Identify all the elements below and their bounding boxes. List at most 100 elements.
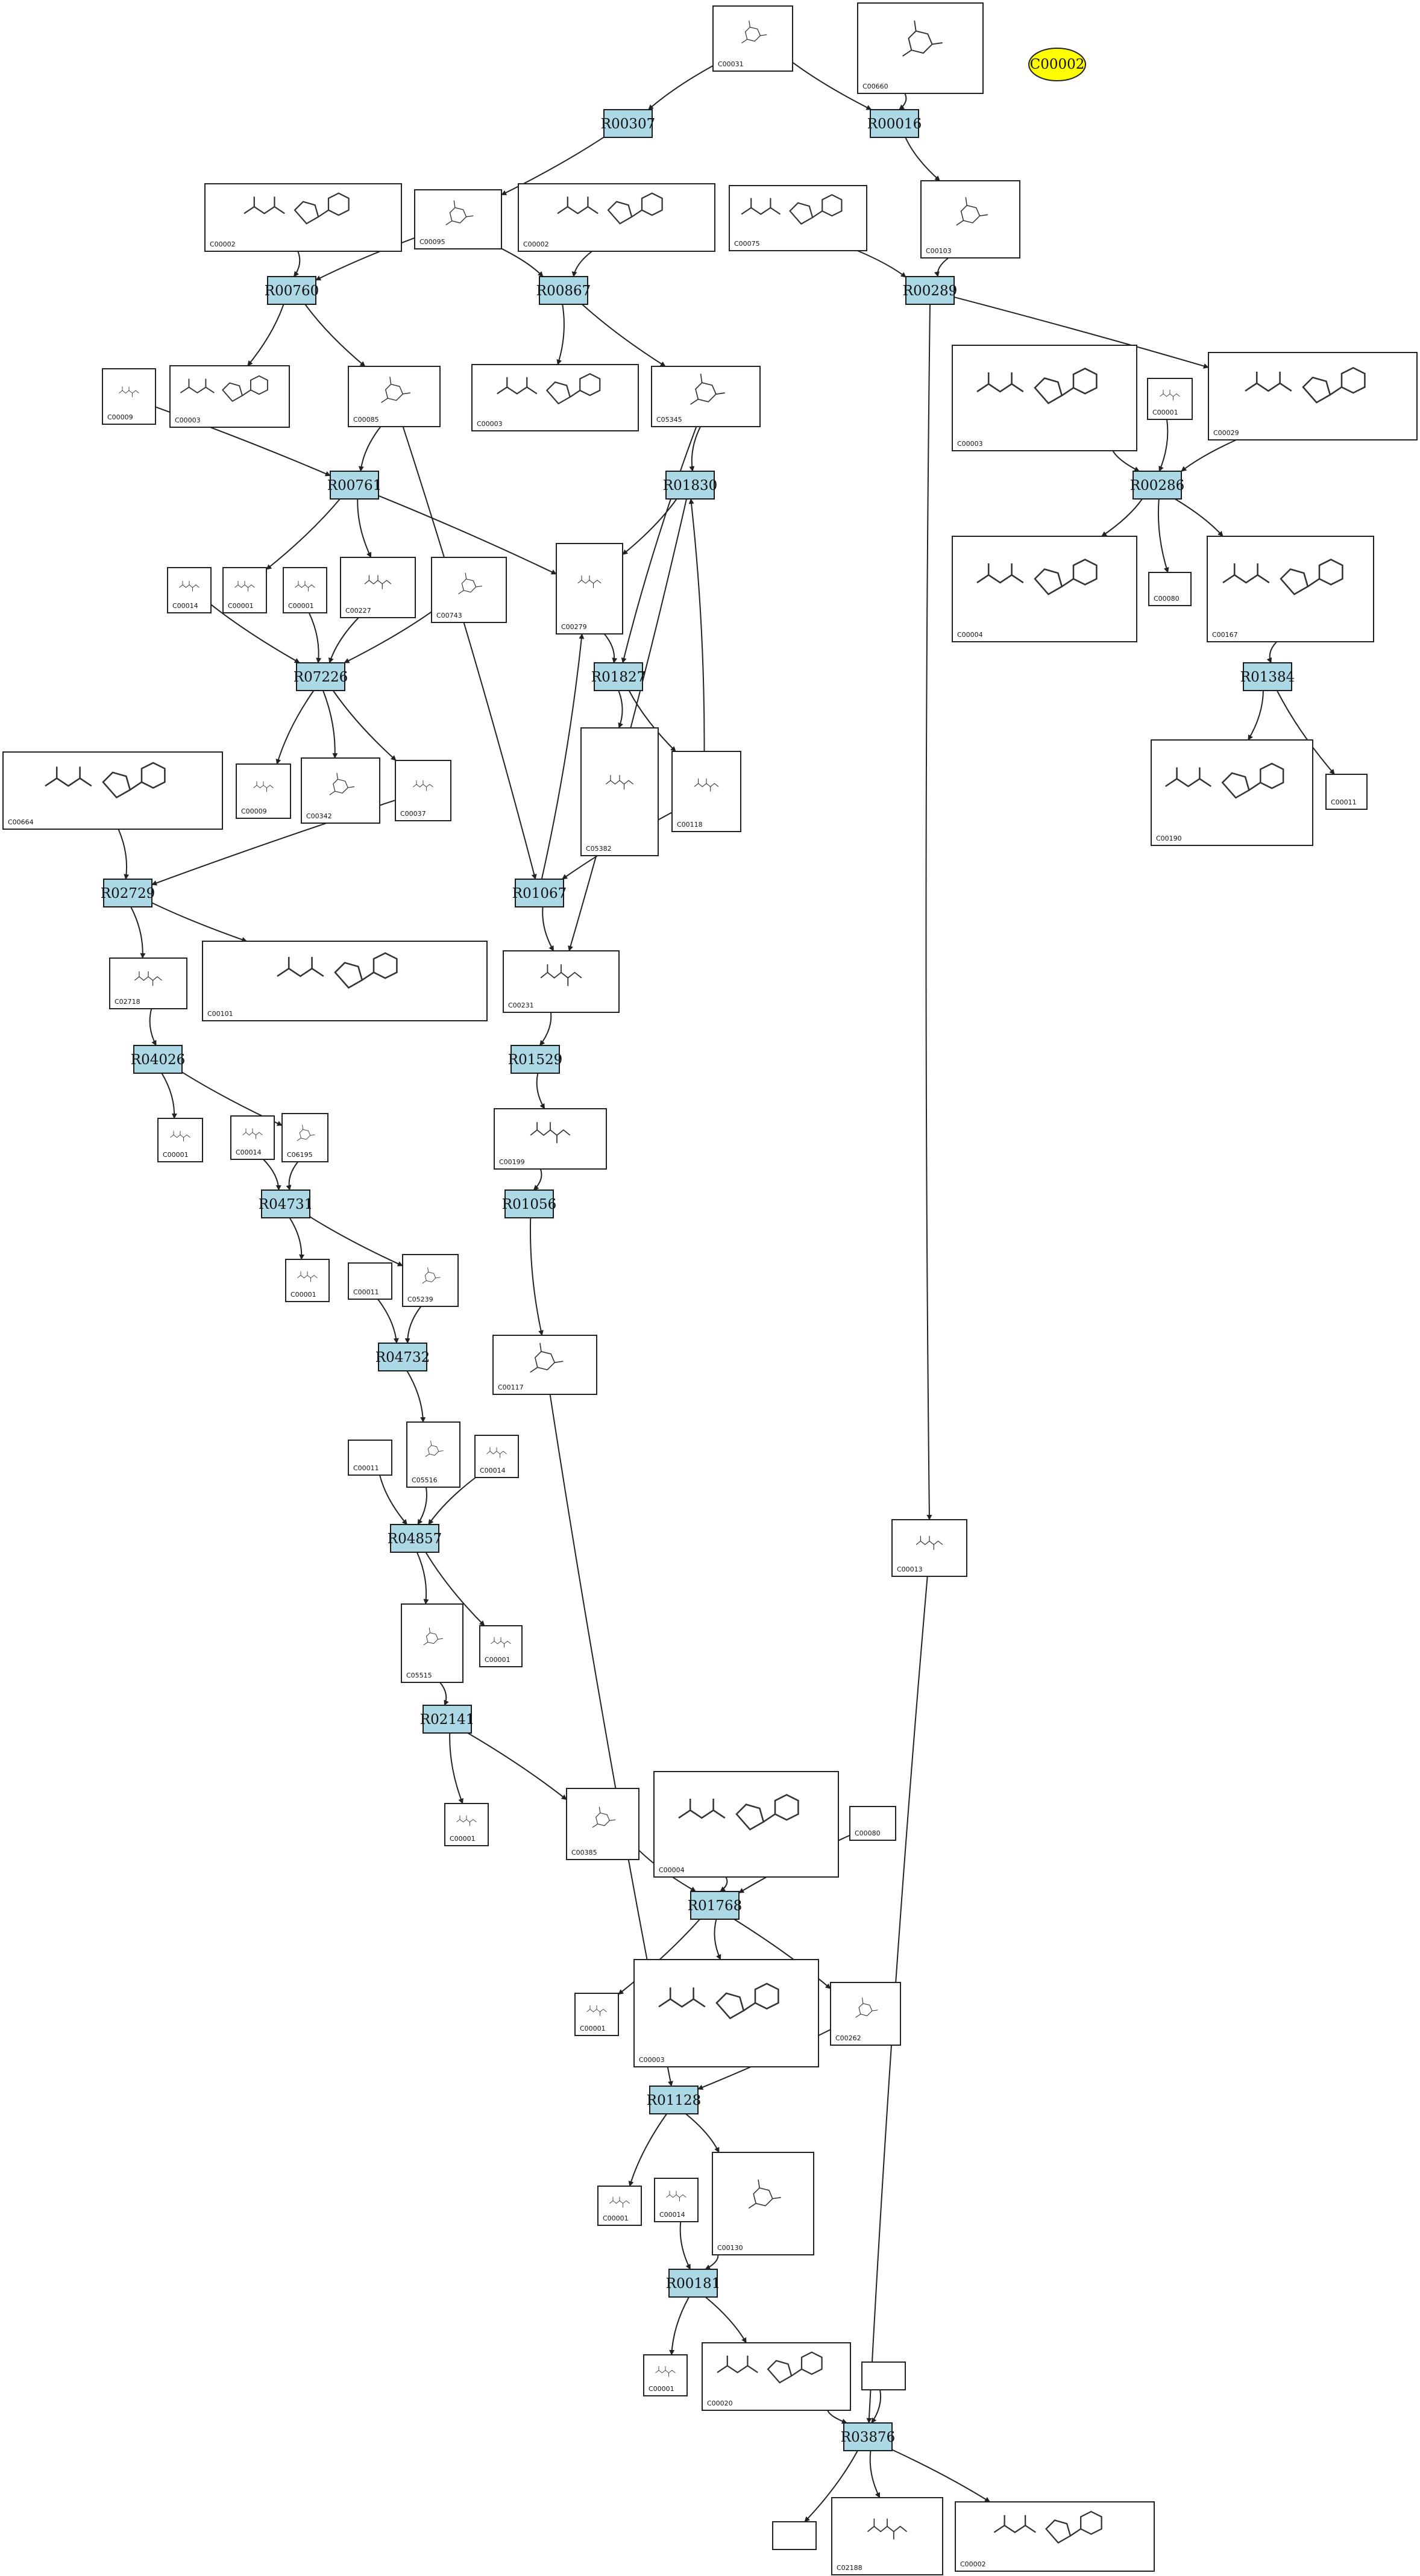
- compound-node[interactable]: C00014: [167, 567, 212, 613]
- compound-node[interactable]: C00227: [340, 557, 416, 618]
- compound-node[interactable]: C00001: [283, 567, 327, 613]
- reaction-node[interactable]: R01827: [591, 662, 646, 691]
- compound-node[interactable]: C00199: [494, 1108, 607, 1170]
- compound-node[interactable]: C00117: [492, 1335, 597, 1395]
- compound-box: [702, 2342, 851, 2411]
- compound-box: [494, 1108, 607, 1170]
- compound-node[interactable]: C00004: [653, 1771, 839, 1878]
- compound-node[interactable]: C02718: [109, 957, 187, 1009]
- compound-node[interactable]: C00130: [712, 2152, 814, 2255]
- reaction-node[interactable]: R02729: [101, 879, 155, 907]
- reaction-node[interactable]: R00181: [666, 2269, 720, 2298]
- compound-node[interactable]: C00002: [204, 183, 402, 252]
- reaction-node[interactable]: R00016: [867, 109, 922, 138]
- compound-label: C00085: [353, 416, 379, 424]
- compound-node[interactable]: C00004: [952, 536, 1137, 642]
- reaction-node[interactable]: R00867: [536, 276, 591, 305]
- compound-node[interactable]: C00003: [169, 365, 290, 428]
- compound-node[interactable]: C00103: [920, 180, 1020, 259]
- reaction-node[interactable]: R07226: [294, 662, 348, 691]
- compound-node[interactable]: C00003: [471, 364, 639, 431]
- compound-node[interactable]: C00001: [574, 1993, 619, 2036]
- reaction-node[interactable]: R01529: [508, 1045, 562, 1074]
- compound-node[interactable]: C05239: [402, 1254, 459, 1307]
- compound-node[interactable]: C00001: [285, 1259, 330, 1302]
- compound-node[interactable]: C00279: [556, 543, 623, 635]
- compound-node[interactable]: [861, 2361, 906, 2390]
- compound-node[interactable]: C00743: [431, 557, 507, 623]
- compound-node[interactable]: C00011: [348, 1262, 392, 1300]
- compound-node[interactable]: C00660: [857, 2, 984, 94]
- compound-node[interactable]: C00001: [157, 1118, 203, 1162]
- compound-node[interactable]: C05515: [401, 1603, 463, 1683]
- compound-node[interactable]: C00031: [712, 5, 793, 72]
- compound-node[interactable]: C00020: [702, 2342, 851, 2411]
- compound-node[interactable]: C00167: [1207, 536, 1374, 642]
- compound-node[interactable]: C00385: [566, 1788, 639, 1860]
- compound-node[interactable]: C00014: [654, 2178, 699, 2222]
- compound-node[interactable]: C00342: [301, 757, 380, 824]
- compound-node[interactable]: C05382: [580, 727, 659, 856]
- reaction-node[interactable]: R01384: [1240, 662, 1295, 691]
- compound-node[interactable]: C00001: [643, 2354, 688, 2396]
- reaction-node[interactable]: R01128: [647, 2086, 701, 2114]
- reaction-node[interactable]: R01067: [512, 879, 567, 907]
- compound-node[interactable]: C00013: [891, 1519, 967, 1577]
- compound-node[interactable]: C00190: [1151, 739, 1313, 846]
- compound-node[interactable]: C00001: [597, 2186, 642, 2226]
- compound-node[interactable]: C00001: [222, 567, 267, 613]
- compound-node[interactable]: [772, 2521, 817, 2550]
- compound-node[interactable]: C00095: [414, 189, 502, 249]
- compound-node[interactable]: C00075: [729, 185, 867, 251]
- reaction-node[interactable]: R04731: [259, 1189, 313, 1218]
- compound-node[interactable]: C00009: [102, 368, 156, 425]
- edge-R02141-n51: [467, 1732, 567, 1800]
- compound-node[interactable]: C00002: [955, 2501, 1155, 2572]
- compound-node[interactable]: C00001: [479, 1625, 523, 1667]
- reaction-node[interactable]: R04026: [131, 1045, 185, 1074]
- reaction-node[interactable]: R01768: [688, 1891, 742, 1920]
- compound-node[interactable]: C00080: [849, 1806, 896, 1841]
- compound-node[interactable]: C00029: [1208, 352, 1418, 440]
- compound-node[interactable]: C00080: [1148, 572, 1192, 606]
- compound-node[interactable]: C05345: [651, 366, 761, 427]
- reaction-node[interactable]: R04857: [388, 1524, 442, 1553]
- compound-node[interactable]: C00101: [202, 941, 488, 1021]
- compound-node[interactable]: C00262: [830, 1982, 901, 2046]
- reaction-box: [390, 1524, 439, 1553]
- compound-node[interactable]: C00085: [348, 366, 441, 427]
- reaction-node[interactable]: R00289: [903, 276, 957, 305]
- compound-node[interactable]: C00014: [474, 1435, 519, 1478]
- compound-node[interactable]: C00011: [1325, 774, 1368, 810]
- compound-node[interactable]: C00118: [671, 751, 741, 832]
- compound-node[interactable]: C00014: [230, 1115, 275, 1160]
- compound-node[interactable]: C06195: [281, 1113, 328, 1162]
- compound-label: C00167: [1212, 631, 1238, 639]
- reaction-node[interactable]: R02141: [420, 1705, 474, 1734]
- compound-node[interactable]: C00003: [633, 1959, 819, 2067]
- compound-node[interactable]: C00003: [952, 345, 1137, 451]
- compound-node[interactable]: C00664: [2, 751, 223, 830]
- reaction-node[interactable]: R00760: [265, 276, 319, 305]
- compound-node[interactable]: C02188: [831, 2497, 943, 2575]
- reaction-label: R01128: [647, 2093, 701, 2108]
- reaction-node[interactable]: R04732: [375, 1343, 430, 1371]
- compound-node[interactable]: C00037: [395, 760, 451, 821]
- edge-R00289-n47: [925, 304, 932, 1520]
- compound-node[interactable]: C00002: [518, 183, 715, 252]
- compound-node[interactable]: C05516: [406, 1421, 460, 1488]
- edge-R02729-n33: [130, 906, 146, 959]
- reaction-node[interactable]: R03876: [841, 2422, 895, 2451]
- highlight-node[interactable]: C00002: [1028, 48, 1086, 81]
- reaction-node[interactable]: R00307: [601, 109, 655, 138]
- reaction-label: R00760: [265, 283, 319, 299]
- reaction-node[interactable]: R00286: [1130, 471, 1184, 500]
- compound-node[interactable]: C00009: [236, 763, 291, 819]
- compound-node[interactable]: C00001: [1147, 378, 1193, 420]
- reaction-node[interactable]: R01056: [502, 1189, 556, 1218]
- reaction-node[interactable]: R00761: [327, 471, 382, 500]
- reaction-node[interactable]: R01830: [663, 471, 717, 500]
- compound-node[interactable]: C00231: [503, 950, 620, 1013]
- compound-node[interactable]: C00011: [348, 1440, 392, 1476]
- compound-node[interactable]: C00001: [444, 1803, 489, 1846]
